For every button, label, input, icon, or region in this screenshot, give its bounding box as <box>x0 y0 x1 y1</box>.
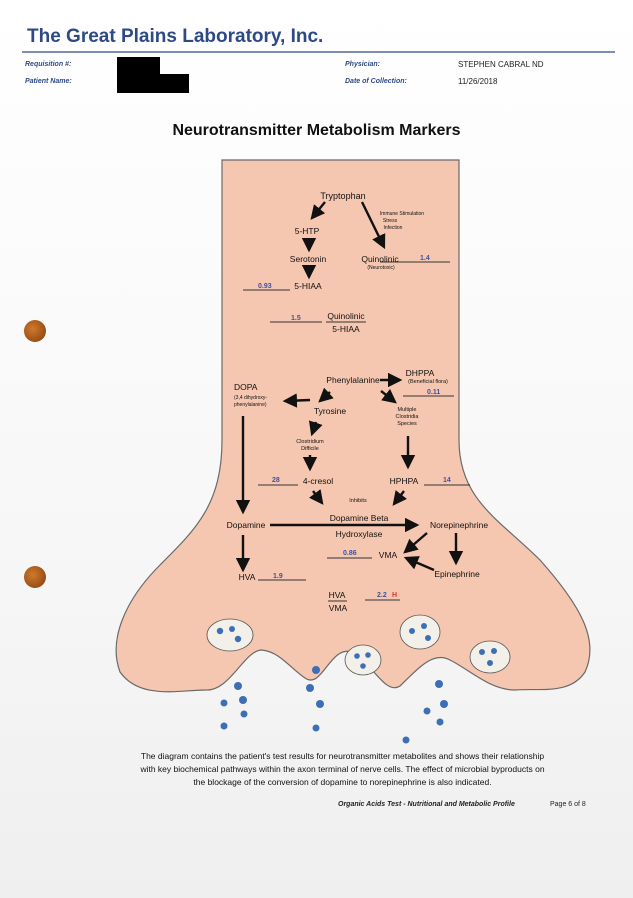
redaction-box <box>117 57 160 77</box>
multiple-label: Multiple <box>398 407 417 413</box>
ratio-numerator-label: Quinolinic <box>327 311 365 321</box>
htp-label: 5-HTP <box>295 226 320 236</box>
released-neurotransmitters <box>220 666 448 744</box>
inhibits-label: Inhibits <box>349 498 367 504</box>
lab-name: The Great Plains Laboratory, Inc. <box>27 26 324 47</box>
collection-date-value: 11/26/2018 <box>458 77 498 86</box>
phenylalanine-label: Phenylalanine <box>326 375 380 385</box>
high-flag: H <box>392 592 397 599</box>
species-label: Species <box>397 421 417 427</box>
cresol-value: 28 <box>272 477 280 484</box>
norepinephrine-label: Norepinephrine <box>430 520 488 530</box>
header-rule <box>22 51 615 53</box>
patient-name-label: Patient Name: <box>25 78 72 85</box>
ratio-denominator-label: 5-HIAA <box>332 324 360 334</box>
binder-hole <box>24 566 46 588</box>
physician-value: STEPHEN CABRAL ND <box>458 60 544 69</box>
hva-ratio-numerator: HVA <box>329 590 346 600</box>
physician-label: Physician: <box>345 61 381 68</box>
dbh-label-1: Dopamine Beta <box>330 513 389 523</box>
value-underlines <box>243 261 470 602</box>
binder-hole <box>24 320 46 342</box>
vma-value: 0.86 <box>343 550 357 557</box>
collection-date-label: Date of Collection: <box>345 78 407 85</box>
pathway-arrows <box>235 201 464 573</box>
axon-terminal-shape <box>115 159 591 693</box>
hphpa-label: HPHPA <box>390 476 419 486</box>
difficile-label: Difficile <box>301 446 319 452</box>
dbh-label-2: Hydroxylase <box>336 529 383 539</box>
immune-label: Immune Stimulation <box>380 211 424 217</box>
epinephrine-label: Epinephrine <box>434 569 480 579</box>
report-name: Organic Acids Test - Nutritional and Met… <box>338 801 515 808</box>
hva-vma-ratio-value: 2.2 <box>377 592 387 599</box>
diagram-caption: The diagram contains the patient's test … <box>140 751 545 787</box>
dopa-label: DOPA <box>234 382 258 392</box>
quinolinic-hiaa-ratio-value: 1.5 <box>291 315 301 322</box>
neurotoxic-label: (Neurotoxic) <box>367 265 395 271</box>
cresol-label: 4-cresol <box>303 476 333 486</box>
vma-ratio-denominator: VMA <box>329 603 348 613</box>
diagram-labels: Tryptophan Immune Stimulation Stress Inf… <box>227 191 489 613</box>
quinolinic-label: Quinolinic <box>361 254 399 264</box>
stress-label: Stress <box>383 218 398 224</box>
beneficial-flora-label: (Beneficial flora) <box>408 379 448 385</box>
dhppa-label: DHPPA <box>406 368 435 378</box>
requisition-label: Requisition #: <box>25 61 72 68</box>
hphpa-value: 14 <box>443 477 451 484</box>
tryptophan-label: Tryptophan <box>320 191 365 201</box>
dhppa-value: 0.11 <box>427 389 440 396</box>
hva-value: 1.9 <box>273 573 283 580</box>
dopamine-label: Dopamine <box>227 520 266 530</box>
tyrosine-label: Tyrosine <box>314 406 346 416</box>
section-title: Neurotransmitter Metabolism Markers <box>172 122 461 139</box>
result-values: 1.4 0.93 1.5 0.11 28 14 0.86 1.9 2.2 <box>258 255 451 599</box>
serotonin-label: Serotonin <box>290 254 327 264</box>
redaction-box <box>117 74 189 93</box>
clostridia-label: Clostridia <box>396 414 420 420</box>
vma-label: VMA <box>379 550 398 560</box>
vesicle-group <box>206 614 511 676</box>
hiaa-label: 5-HIAA <box>294 281 322 291</box>
page-number: Page 6 of 8 <box>550 801 586 808</box>
clostridium-label: Clostridium <box>296 439 324 445</box>
infection-label: Infection <box>384 225 403 231</box>
quinolinic-value: 1.4 <box>420 255 430 262</box>
hva-label: HVA <box>239 572 256 582</box>
dopa-subtitle-1: (3,4 dihydroxy- <box>234 395 267 401</box>
hiaa-value: 0.93 <box>258 283 272 290</box>
dopa-subtitle-2: phenylalanine) <box>234 402 267 408</box>
